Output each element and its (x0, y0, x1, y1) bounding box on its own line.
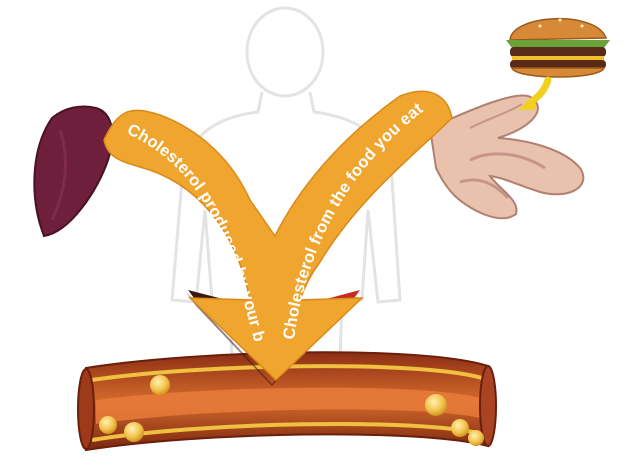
plaque-icon (124, 422, 144, 442)
plaque-icon (451, 419, 469, 437)
plaque-icon (150, 375, 170, 395)
burger-icon (506, 19, 610, 78)
liver-icon (34, 106, 112, 236)
plaque-icon (99, 416, 117, 434)
intestine-icon (430, 95, 583, 218)
plaque-icon (425, 394, 447, 416)
plaque-icon (468, 430, 484, 446)
